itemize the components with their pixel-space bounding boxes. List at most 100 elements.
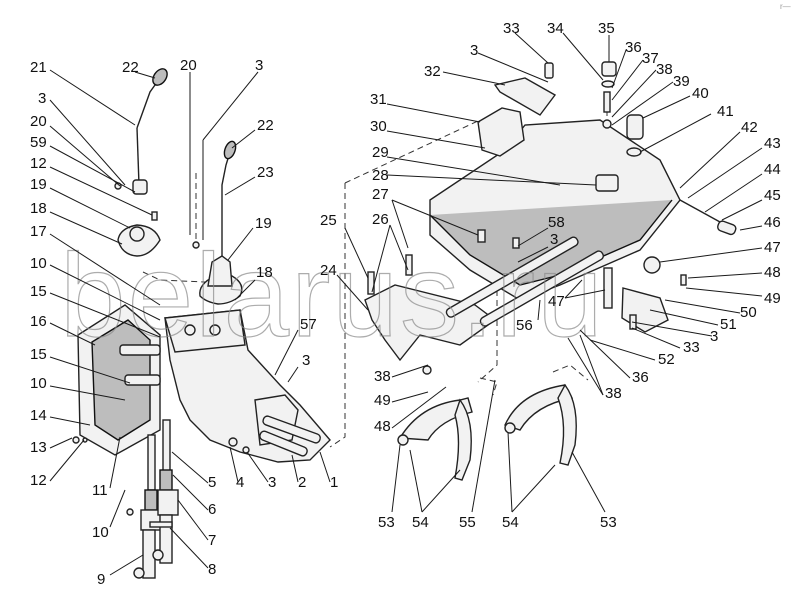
- callout-54: 54: [412, 514, 429, 531]
- ball-joint-19: [129, 226, 145, 242]
- callout-12: 12: [30, 155, 47, 172]
- leader-29: [386, 156, 561, 186]
- callout-3: 3: [255, 57, 263, 74]
- callout-3: 3: [710, 328, 718, 345]
- fork-rod-55a: [445, 236, 579, 318]
- pin-20b: [192, 241, 200, 249]
- leader-27b: [391, 199, 479, 236]
- clamp-47: [643, 256, 661, 274]
- leader-54c: [507, 431, 513, 513]
- callout-24: 24: [320, 262, 337, 279]
- bolt-12: [151, 211, 158, 221]
- leader-19b: [227, 227, 254, 261]
- callout-22: 22: [257, 117, 274, 134]
- callout-59: 59: [30, 134, 47, 151]
- side-cover: [72, 304, 161, 456]
- callout-13: 13: [30, 439, 47, 456]
- bolt-58: [512, 237, 520, 249]
- callout-labels: 21 22 3 20 59 12 19 18 17 10 15 16 15 10…: [30, 20, 781, 588]
- callout-3: 3: [38, 90, 46, 107]
- lever-boot-19b: [207, 255, 233, 287]
- callout-4: 4: [236, 474, 244, 491]
- callout-37: 37: [642, 50, 659, 67]
- callout-41: 41: [717, 103, 734, 120]
- leader-24: [336, 274, 369, 311]
- shift-rods-lower: [126, 419, 179, 579]
- callout-1: 1: [330, 474, 338, 491]
- fork-pad-53a: [397, 434, 409, 446]
- rod-15a: [119, 344, 161, 356]
- leader-32: [442, 71, 506, 86]
- callout-8: 8: [208, 561, 216, 578]
- leader-28: [386, 174, 597, 186]
- leader-48a: [391, 386, 447, 429]
- leader-44: [704, 173, 763, 213]
- leader-27a: [391, 199, 409, 249]
- housing-top-plate: [164, 309, 246, 353]
- leader-31: [386, 103, 481, 123]
- callout-48: 48: [374, 418, 391, 435]
- callout-43: 43: [764, 135, 781, 152]
- ball-38: [602, 119, 612, 129]
- leader-15a: [49, 292, 161, 338]
- callout-54: 54: [502, 514, 519, 531]
- callout-53: 53: [378, 514, 395, 531]
- leader-36a: [611, 49, 627, 89]
- leader-13: [49, 437, 73, 449]
- leader-45: [721, 199, 763, 221]
- leader-33a: [514, 32, 549, 64]
- callout-30: 30: [370, 118, 387, 135]
- leader-53b: [571, 451, 606, 513]
- leader-6: [172, 474, 209, 511]
- callout-7: 7: [208, 532, 216, 549]
- leader-49b: [685, 287, 763, 297]
- fork-54b-arm: [557, 383, 577, 466]
- callout-19: 19: [30, 176, 47, 193]
- leader-26b: [389, 224, 409, 271]
- leader-19a: [49, 187, 131, 229]
- shift-lever-left: [114, 68, 168, 257]
- callout-18: 18: [256, 264, 273, 281]
- callout-39: 39: [673, 73, 690, 90]
- callout-34: 34: [547, 20, 564, 37]
- leader-54a: [409, 449, 423, 513]
- leader-47b: [564, 279, 583, 299]
- callout-5: 5: [208, 474, 216, 491]
- callout-25: 25: [320, 212, 337, 229]
- leader-3d: [287, 366, 299, 383]
- callout-50: 50: [740, 304, 757, 321]
- leader-21: [49, 69, 136, 126]
- callout-53: 53: [600, 514, 617, 531]
- leader-8: [169, 527, 209, 569]
- guide-line-left-frame: [329, 183, 346, 448]
- fork-pad-53b: [504, 422, 516, 434]
- leader-12b: [49, 439, 85, 482]
- callout-19: 19: [255, 215, 272, 232]
- guide-line-rod2: [552, 364, 589, 381]
- leader-lines: [49, 32, 763, 576]
- watermark: belarus.ru: [60, 230, 605, 362]
- block-29: [595, 174, 619, 192]
- leader-38a: [391, 364, 429, 378]
- leader-3f: [631, 321, 713, 337]
- leader-59: [49, 145, 136, 193]
- callout-35: 35: [598, 20, 615, 37]
- callout-58: 58: [548, 214, 565, 231]
- callout-28: 28: [372, 167, 389, 184]
- callout-12: 12: [30, 472, 47, 489]
- callout-20: 20: [180, 57, 197, 74]
- leader-26a: [371, 224, 391, 293]
- callout-52: 52: [658, 351, 675, 368]
- leader-54b: [421, 469, 461, 513]
- shift-lever-right: [192, 140, 243, 305]
- bolt-27a: [477, 229, 486, 243]
- leader-52: [589, 339, 656, 361]
- leader-38c: [567, 337, 604, 396]
- fork-rod-55b: [479, 250, 604, 327]
- callout-16: 16: [30, 313, 47, 330]
- lever-knob-22b: [223, 140, 237, 160]
- corner-mark: r—: [780, 2, 791, 11]
- callout-49: 49: [374, 392, 391, 409]
- callout-47: 47: [764, 239, 781, 256]
